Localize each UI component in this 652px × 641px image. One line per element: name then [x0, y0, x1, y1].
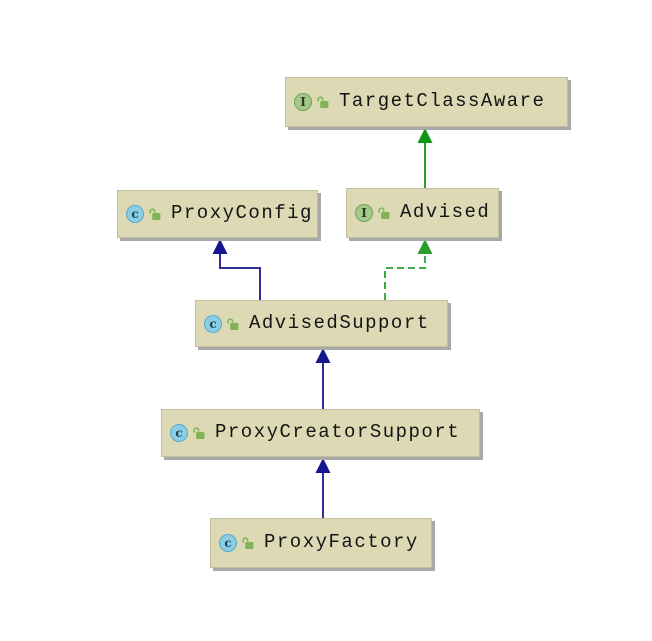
- class-icon: c: [204, 314, 222, 333]
- class-node-proxycreatorsupport[interactable]: c ProxyCreatorSupport: [161, 409, 480, 457]
- edge-proxyfactory-extends-proxycreatorsupport: [315, 458, 331, 518]
- node-label-proxycreatorsupport: ProxyCreatorSupport: [215, 421, 461, 443]
- unlocked-lock-icon: [317, 96, 329, 108]
- implements-line: [384, 252, 426, 300]
- unlocked-lock-icon: [378, 207, 390, 219]
- edge-advised-extends-targetclassaware: [417, 128, 433, 188]
- unlocked-lock-icon: [227, 317, 239, 330]
- node-label-proxyfactory: ProxyFactory: [264, 531, 419, 553]
- class-icon: c: [170, 424, 188, 442]
- interface-node-advised[interactable]: I Advised: [346, 188, 499, 238]
- interface-node-targetclassaware[interactable]: I TargetClassAware: [285, 77, 568, 127]
- arrowhead-icon: [417, 239, 433, 254]
- node-label-advised: Advised: [400, 201, 491, 223]
- interface-icon: I: [355, 204, 373, 222]
- class-node-proxyfactory[interactable]: c ProxyFactory: [210, 518, 432, 568]
- interface-icon: I: [294, 93, 312, 111]
- edge-advisedsupport-implements-advised: [384, 239, 433, 300]
- edge-proxycreatorsupport-extends-advisedsupport: [315, 348, 331, 409]
- node-label-proxyconfig: ProxyConfig: [171, 202, 313, 224]
- arrowhead-icon: [315, 458, 331, 473]
- class-node-advisedsupport[interactable]: c AdvisedSupport: [195, 300, 448, 347]
- class-icon: c: [219, 534, 237, 552]
- unlocked-lock-icon: [242, 537, 254, 549]
- node-label-advisedsupport: AdvisedSupport: [249, 311, 430, 334]
- arrowhead-icon: [315, 348, 331, 363]
- class-icon: c: [126, 205, 144, 223]
- unlocked-lock-icon: [193, 427, 205, 439]
- arrowhead-icon: [417, 128, 433, 143]
- extends-line: [219, 252, 261, 300]
- node-label-targetclassaware: TargetClassAware: [339, 90, 546, 112]
- arrowhead-icon: [212, 239, 228, 254]
- class-node-proxyconfig[interactable]: c ProxyConfig: [117, 190, 318, 238]
- unlocked-lock-icon: [149, 208, 161, 220]
- edge-advisedsupport-extends-proxyconfig: [212, 239, 261, 300]
